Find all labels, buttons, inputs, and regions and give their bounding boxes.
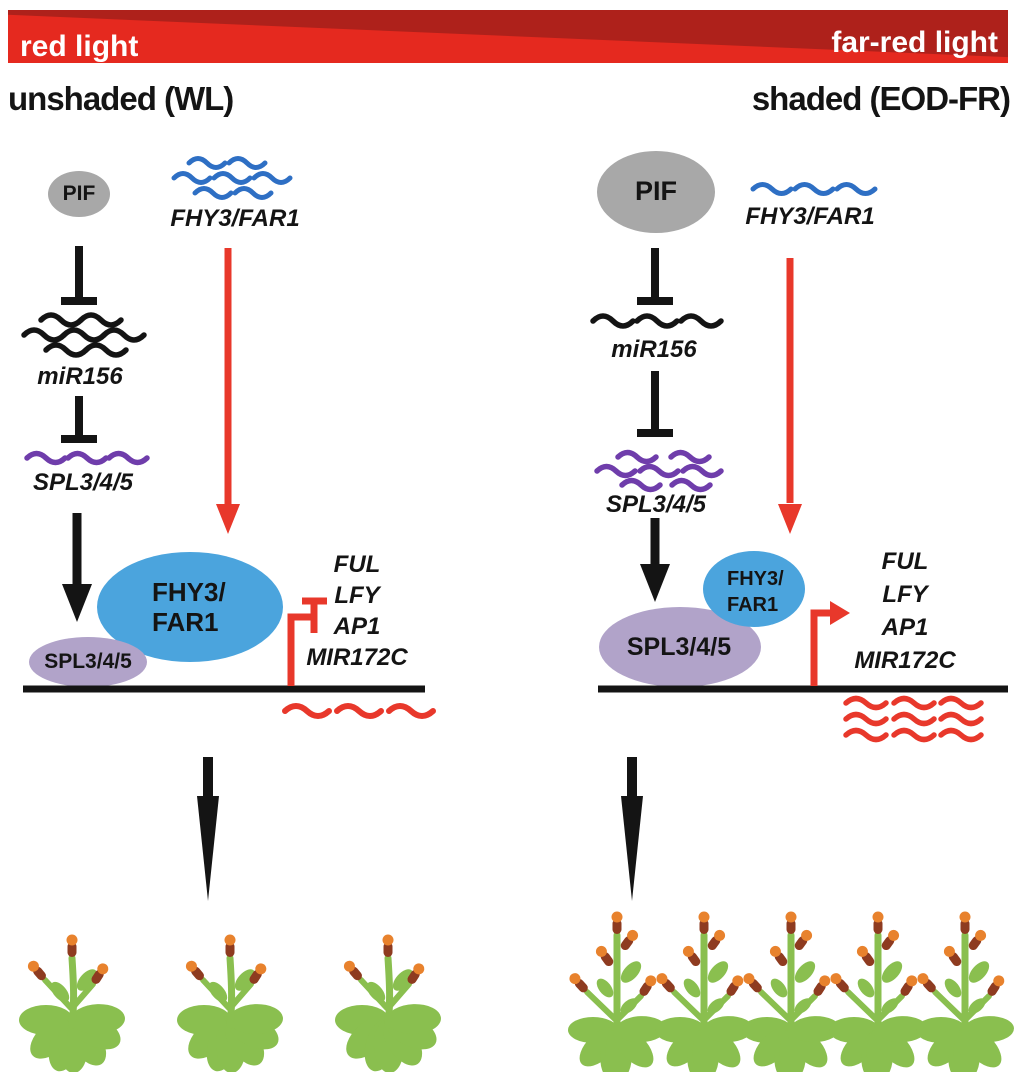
outcome-arrow-right <box>621 757 643 901</box>
mir156-mrna-waves-right <box>590 313 724 329</box>
activation-arrow-fhy3far1-left <box>216 248 240 534</box>
target-mrna-waves-left <box>282 703 436 719</box>
light-spectrum-banner: red light far-red light <box>8 10 1008 63</box>
gene-lfy: LFY <box>334 582 380 609</box>
plants-right <box>567 912 1014 1072</box>
mir156-mrna-waves-left <box>21 312 147 358</box>
pif-label-right: PIF <box>634 176 678 206</box>
blocked-transcription-icon <box>287 597 327 686</box>
fhy3-far1-protein-ellipse-right <box>703 551 805 627</box>
spl-mrna-label-right: SPL3/4/5 <box>605 491 707 518</box>
fhy3-far1-mrna-label-left: FHY3/FAR1 <box>170 205 300 232</box>
gene-mir172c: MIR172C <box>306 644 408 671</box>
gene-lfy: LFY <box>882 581 928 608</box>
fhy3-line1: FHY3/ <box>727 568 784 590</box>
pif-ellipse-right <box>597 151 715 233</box>
promotion-arrow-spl-right <box>640 518 670 602</box>
plant-icon <box>654 912 753 1072</box>
far-red-light-label: far-red light <box>831 26 998 59</box>
spl-protein-label-left: SPL3/4/5 <box>44 650 132 673</box>
gene-ap1: AP1 <box>881 614 929 641</box>
outcome-arrow-left <box>197 757 219 901</box>
inhibition-bar-pif-mir156-left <box>61 246 97 305</box>
fhy3-line2: FAR1 <box>727 594 779 616</box>
gene-ful: FUL <box>881 548 929 575</box>
fhy3-far1-mrna-waves-right <box>750 182 878 196</box>
fhy3-far1-protein-label-right: FHY3/ FAR1 <box>727 566 784 618</box>
spl-mrna-waves-left <box>24 450 150 466</box>
plant-icon <box>915 912 1014 1072</box>
fhy3-far1-mrna-label-right: FHY3/FAR1 <box>745 203 875 230</box>
target-genes-left: FUL LFY AP1 MIR172C <box>292 549 422 673</box>
pif-label-left: PIF <box>62 182 96 205</box>
plant-icon <box>177 935 284 1072</box>
transcription-start-arrow-icon <box>810 601 850 686</box>
plant-icon <box>741 912 840 1072</box>
gene-ap1: AP1 <box>333 613 381 640</box>
plant-icon <box>828 912 927 1072</box>
fhy3-far1-protein-ellipse-left <box>97 552 283 662</box>
inhibition-bar-mir156-spl-left <box>61 396 97 443</box>
fhy3-far1-protein-label-left: FHY3/ FAR1 <box>152 577 226 637</box>
pif-ellipse-left <box>48 171 110 217</box>
right-column-title: shaded (EOD-FR) <box>751 80 1011 117</box>
mir156-label-right: miR156 <box>611 336 697 363</box>
spl-mrna-label-left: SPL3/4/5 <box>32 469 134 496</box>
activation-arrow-fhy3far1-right <box>778 258 802 534</box>
gene-ful: FUL <box>333 551 381 578</box>
plants-left <box>19 935 442 1072</box>
target-mrna-waves-right <box>843 695 984 743</box>
fhy3-line2: FAR1 <box>152 607 219 637</box>
spl-protein-ellipse-right <box>599 607 761 687</box>
spl-protein-label-right: SPL3/4/5 <box>626 633 732 661</box>
gene-mir172c: MIR172C <box>854 647 956 674</box>
plant-icon <box>335 935 442 1072</box>
spl-mrna-waves-right <box>594 449 724 493</box>
promotion-arrow-spl-left <box>62 513 92 622</box>
plant-icon <box>567 912 666 1072</box>
fhy3-line1: FHY3/ <box>152 577 226 607</box>
target-genes-right: FUL LFY AP1 MIR172C <box>845 545 965 677</box>
red-light-label: red light <box>20 30 139 63</box>
spl-protein-ellipse-left <box>29 637 147 687</box>
fhy3-far1-mrna-waves-left <box>171 156 293 200</box>
mir156-label-left: miR156 <box>37 363 123 390</box>
inhibition-bar-mir156-spl-right <box>637 371 673 437</box>
left-column-title: unshaded (WL) <box>8 80 234 117</box>
plant-icon <box>19 935 126 1072</box>
inhibition-bar-pif-mir156-right <box>637 248 673 305</box>
